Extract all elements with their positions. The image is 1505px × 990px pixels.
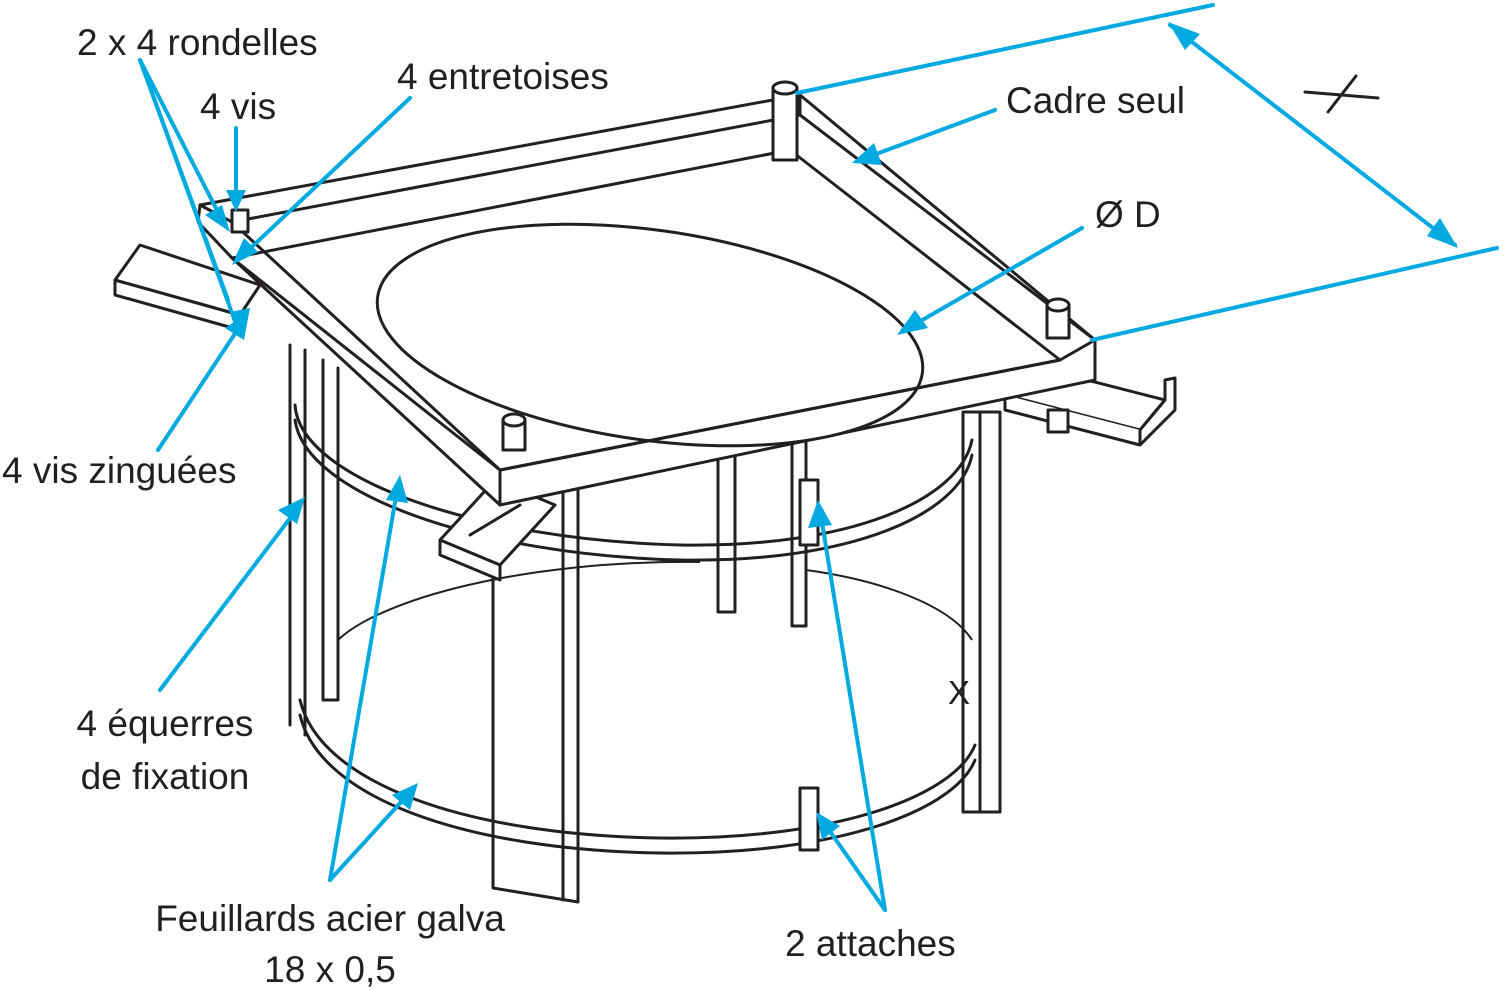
label-equerres-line2: de fixation (80, 756, 250, 797)
dimension-break-mark (1303, 74, 1380, 114)
dimension-extension-bottom (1090, 246, 1499, 342)
label-vis-zinguees: 4 vis zinguées (2, 450, 237, 491)
label-diametre: Ø D (1095, 194, 1161, 235)
label-entretoises: 4 entretoises (397, 56, 609, 97)
label-equerres-line1: 4 équerres (76, 703, 254, 744)
label-attaches: 2 attaches (785, 923, 956, 964)
leader-lines (138, 3, 1499, 912)
dimension-extension-top (795, 3, 1215, 95)
dimension-line (1168, 23, 1457, 247)
label-vis: 4 vis (200, 86, 277, 127)
label-dimension-x: X (948, 674, 971, 711)
label-equerres: 4 équerres de fixation (40, 705, 290, 795)
label-rondelles: 2 x 4 rondelles (77, 22, 318, 63)
dimension-arrow-top (1168, 22, 1200, 50)
dimension-arrow-bottom (1427, 218, 1458, 248)
frame (196, 80, 1097, 507)
label-feuillards: Feuillards acier galva 18 x 0,5 (120, 900, 540, 988)
label-cadre-seul: Cadre seul (1006, 80, 1185, 121)
label-feuillards-line1: Feuillards acier galva (155, 898, 505, 939)
label-feuillards-line2: 18 x 0,5 (264, 949, 396, 990)
